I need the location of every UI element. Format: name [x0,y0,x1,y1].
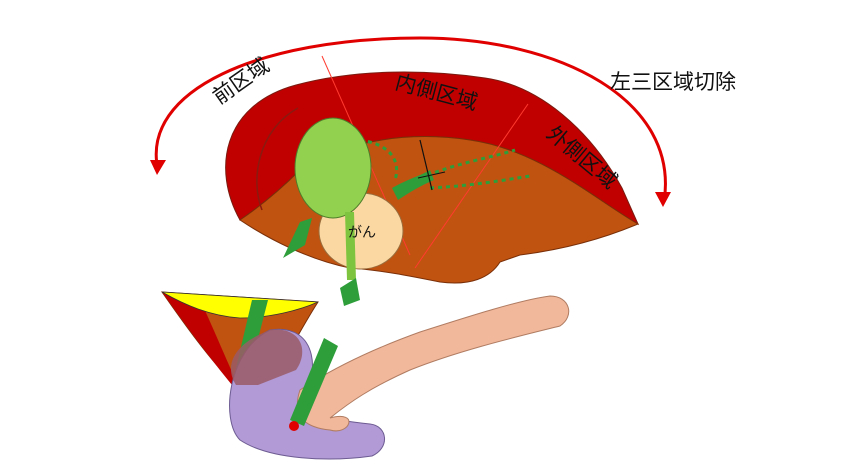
bile-duct-branch-dotted-1 [359,138,399,181]
label-left-resection: 左三区域切除 [610,70,736,94]
hilar-cut-line [419,139,433,191]
remnant-cut-face [161,291,319,319]
liver-rim-inner-edge [256,107,299,211]
resection-arrow [154,36,667,203]
arrowhead-right [655,192,671,207]
duodenum-overlap [230,329,303,385]
common-bile-duct-lower [290,338,338,426]
label-cancer: がん [348,225,376,241]
pancreas [296,295,570,432]
gallbladder [294,117,372,219]
papilla [289,421,299,431]
bile-duct-branch-dotted-2 [419,148,516,180]
common-bile-duct-upper [340,278,360,306]
arrowhead-left [150,160,166,175]
hilar-bile-duct [392,170,434,200]
hilar-cut-line-2 [417,171,446,179]
cystic-duct [345,212,356,280]
right-bile-duct-branch [283,218,312,258]
remnant-liver-red-side [162,292,238,385]
